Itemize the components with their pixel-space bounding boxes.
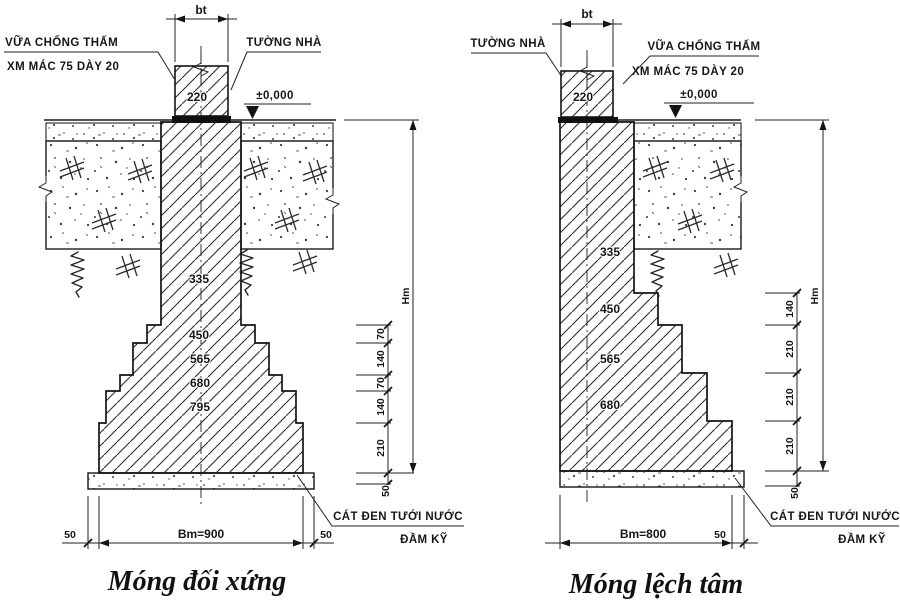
chain-210a: 210 [784, 340, 796, 358]
floor-structure [37, 122, 341, 298]
break-mark [324, 186, 341, 217]
width-335: 335 [600, 245, 620, 259]
waterproof-note: VỮA CHỐNG THẤM XM MÁC 75 DÀY 20 [4, 35, 176, 81]
wall [558, 58, 618, 123]
hm-label: Hm [809, 288, 821, 305]
left-caption: Móng đối xứng [107, 566, 287, 597]
waterproof-note: VỮA CHỐNG THẤM XM MÁC 75 DÀY 20 [622, 39, 760, 85]
left-foundation-drawing: bt 220 ±0,000 VỮA CHỐNG THẤM XM MÁC 75 D… [4, 2, 464, 597]
waterproof-note-line2: XM MÁC 75 DÀY 20 [7, 60, 119, 73]
width-680: 680 [190, 376, 210, 390]
wall-note-label: TƯỜNG NHÀ [246, 36, 321, 49]
waterproof-layer [172, 116, 231, 123]
sand-note-line1: CÁT ĐEN TƯỚI NƯỚC [770, 510, 900, 523]
base-width-dimension: Bm=800 50 [545, 495, 758, 549]
soil-spring-icon [650, 250, 665, 297]
waterproof-layer [558, 117, 618, 123]
bt-dim-label: bt [195, 3, 206, 17]
chain-140b: 140 [375, 398, 387, 416]
sand-note-line1: CÁT ĐEN TƯỚI NƯỚC [333, 510, 463, 523]
waterproof-note-line1: VỮA CHỐNG THẤM [647, 39, 760, 53]
bt-dim-label: bt [581, 7, 592, 21]
chain-70a: 70 [375, 328, 387, 340]
wall-note-label: TƯỜNG NHÀ [470, 37, 545, 50]
width-565: 565 [600, 352, 620, 366]
margin-right-50: 50 [714, 529, 726, 541]
bm-800: Bm=800 [620, 527, 667, 541]
wall-note: TƯỜNG NHÀ [230, 36, 321, 91]
chain-sand-50: 50 [380, 485, 392, 497]
width-450: 450 [600, 302, 620, 316]
sand-note: CÁT ĐEN TƯỚI NƯỚC ĐẦM KỸ [734, 477, 900, 546]
break-mark [732, 174, 749, 205]
wall [172, 54, 231, 123]
chain-210b: 210 [784, 388, 796, 406]
floor-structure [633, 122, 749, 297]
sand-note: CÁT ĐEN TƯỚI NƯỚC ĐẦM KỸ [296, 474, 464, 546]
width-335: 335 [189, 272, 209, 286]
wall-break-mark [192, 54, 210, 86]
margin-right-50: 50 [320, 529, 332, 541]
sand-bed [559, 470, 745, 488]
width-680: 680 [600, 398, 620, 412]
level-mark: ±0,000 [664, 89, 754, 118]
width-565: 565 [190, 352, 210, 366]
sand-note-line2: ĐẦM KỸ [400, 533, 448, 546]
chain-140a: 140 [375, 350, 387, 368]
level-label: ±0,000 [680, 89, 718, 101]
width-795: 795 [190, 400, 210, 414]
bm-900: Bm=900 [178, 527, 225, 541]
base-width-dimension: 50 Bm=900 50 [62, 496, 334, 549]
step-width-labels: 335 450 565 680 [599, 244, 621, 413]
sand-note-line2: ĐẦM KỸ [838, 533, 886, 546]
hm-label: Hm [400, 288, 412, 305]
wall-note: TƯỜNG NHÀ [470, 37, 563, 78]
wall-width-dimension: bt [166, 2, 237, 62]
right-caption: Móng lệch tâm [568, 569, 743, 600]
chain-210c: 210 [784, 437, 796, 455]
wall-break-mark [578, 58, 596, 90]
chain-210: 210 [375, 439, 387, 457]
chain-140: 140 [784, 300, 796, 318]
total-height-dimension: Hm [344, 119, 419, 473]
right-foundation-drawing: bt 220 ±0,000 TƯỜNG NHÀ VỮA CHỐNG THẤM X… [470, 6, 900, 600]
width-450: 450 [189, 328, 209, 342]
waterproof-note-line1: VỮA CHỐNG THẤM [5, 35, 118, 49]
step-height-chain: 70 140 70 140 210 50 [356, 320, 414, 498]
break-mark [37, 174, 54, 205]
chain-70b: 70 [375, 377, 387, 389]
sand-bed [87, 472, 315, 490]
step-height-chain: 140 210 210 210 50 [765, 288, 829, 500]
wall-width-value: 220 [187, 90, 207, 104]
total-height-dimension: Hm [755, 119, 829, 471]
level-mark: ±0,000 [244, 90, 311, 119]
chain-sand-50: 50 [789, 487, 801, 499]
margin-left-50: 50 [64, 529, 76, 541]
wall-width-value: 220 [573, 90, 593, 104]
waterproof-note-line2: XM MÁC 75 DÀY 20 [632, 65, 744, 78]
wall-width-dimension: bt [552, 6, 622, 67]
step-width-labels: 335 450 565 680 795 [188, 271, 211, 415]
level-label: ±0,000 [256, 90, 294, 102]
soil-spring-icon [70, 251, 85, 298]
